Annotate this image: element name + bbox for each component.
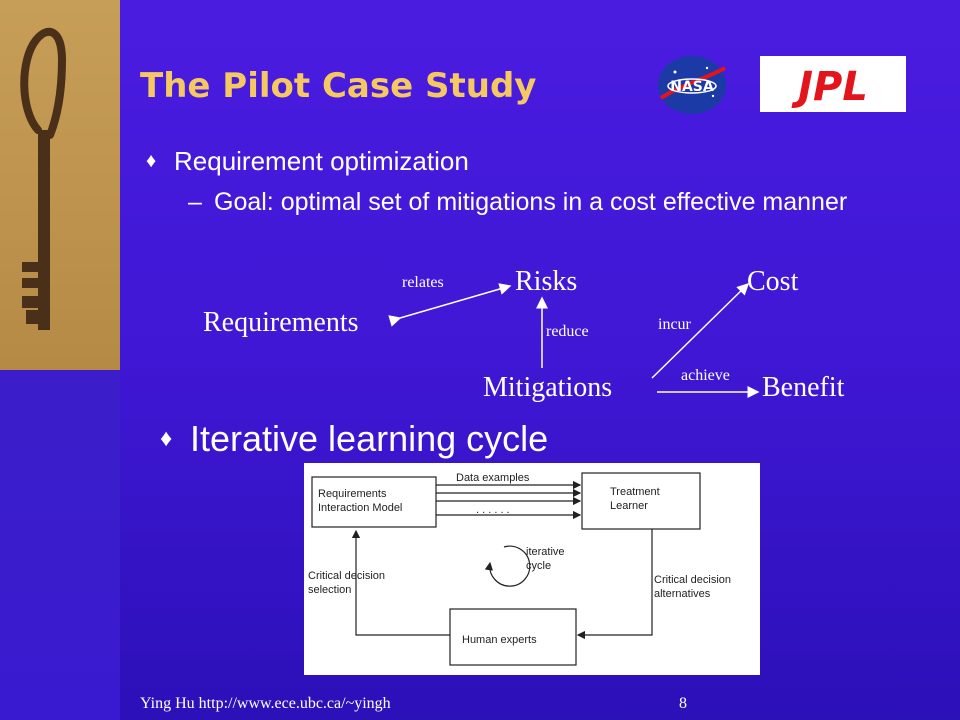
cycle-label-human-experts: Human experts bbox=[462, 634, 537, 646]
box-human-experts bbox=[449, 608, 577, 666]
arrow-relates bbox=[388, 283, 512, 327]
page-number: 8 bbox=[679, 695, 687, 712]
dash-bullet: – bbox=[188, 188, 202, 216]
node-benefit: Benefit bbox=[762, 372, 845, 403]
arrow-incur bbox=[651, 282, 750, 379]
sub-bullet-text: Goal: optimal set of mitigations in a co… bbox=[214, 188, 848, 216]
box-treatment-learner bbox=[581, 472, 701, 530]
diamond-bullet-icon: ♦ bbox=[160, 425, 173, 452]
jpl-logo: JPL bbox=[760, 56, 906, 112]
svg-text:JPL: JPL bbox=[791, 64, 868, 110]
footer-author-url: Ying Hu http://www.ece.ubc.ca/~yingh bbox=[140, 695, 391, 712]
node-requirements: Requirements bbox=[203, 307, 359, 338]
sub-bullet-goal: – Goal: optimal set of mitigations in a … bbox=[188, 187, 928, 217]
node-cost: Cost bbox=[747, 266, 799, 297]
svg-text:NASA: NASA bbox=[670, 79, 714, 95]
label-achieve: achieve bbox=[681, 367, 730, 384]
node-risks: Risks bbox=[515, 266, 578, 297]
label-reduce: reduce bbox=[546, 323, 589, 340]
bullet-text: Requirement optimization bbox=[174, 146, 469, 176]
cycle-label-data-examples: Data examples bbox=[456, 472, 530, 484]
bullet-text: Iterative learning cycle bbox=[190, 418, 549, 459]
bullet-requirement-optimization: ♦ Requirement optimization bbox=[146, 146, 469, 177]
antique-key-image bbox=[0, 0, 120, 370]
node-mitigations: Mitigations bbox=[483, 372, 613, 403]
diamond-bullet-icon: ♦ bbox=[146, 150, 157, 172]
bullet-iterative-learning-cycle: ♦ Iterative learning cycle bbox=[160, 418, 548, 460]
box-requirements-model bbox=[311, 476, 437, 528]
label-incur: incur bbox=[658, 316, 691, 333]
nasa-logo: NASA bbox=[658, 56, 726, 114]
slide-title: The Pilot Case Study bbox=[140, 66, 537, 106]
cycle-label-ellipsis: . . . . . . bbox=[476, 504, 510, 516]
